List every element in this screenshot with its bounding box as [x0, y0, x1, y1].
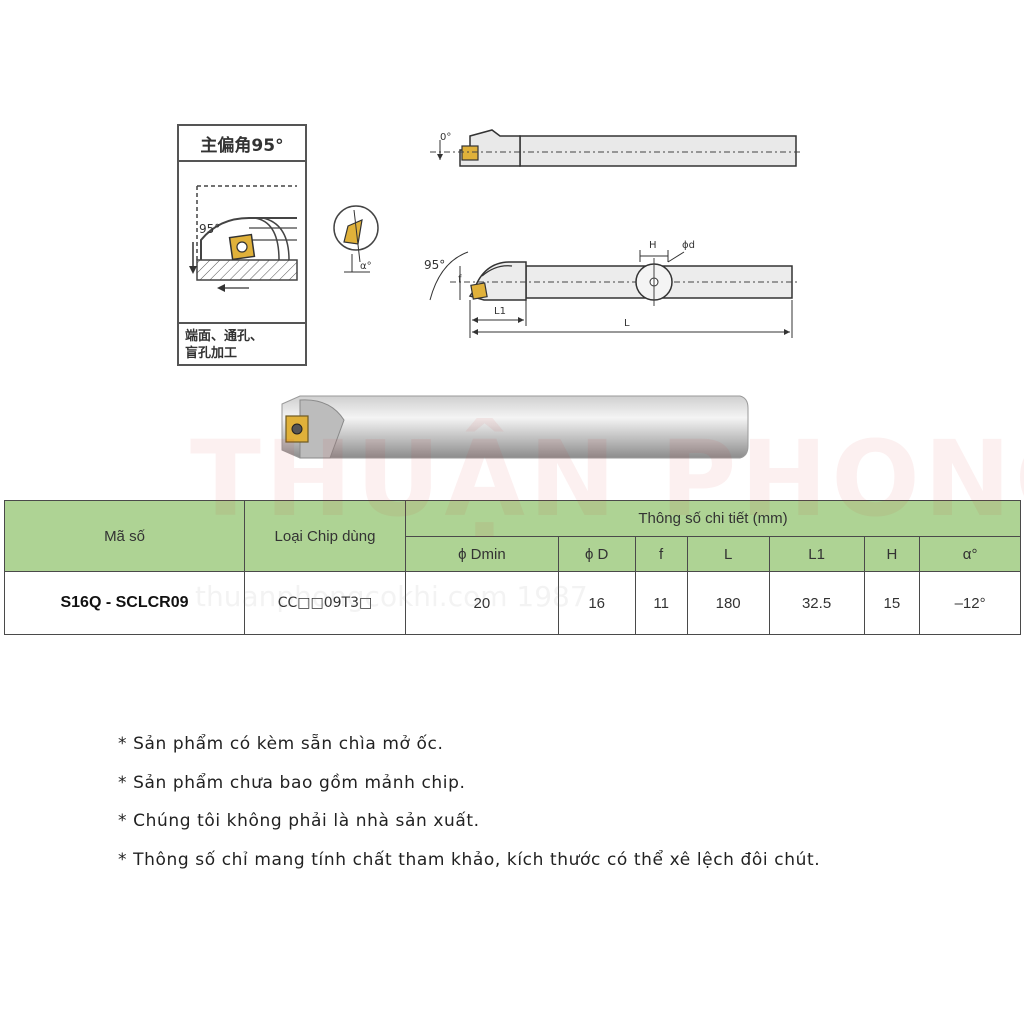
cell-f: 11 [634, 571, 688, 635]
notes-list: * Sản phẩm có kèm sẵn chìa mở ốc. * Sản … [118, 733, 978, 887]
dim-f-label: f [458, 274, 462, 285]
url-watermark: thuanphongcokhi.com 1987 [195, 580, 588, 613]
top-view-bar [429, 250, 800, 338]
sub-header-l: L [686, 536, 770, 572]
note-item: * Sản phẩm chưa bao gồm mảnh chip. [118, 772, 466, 793]
col-header-chip: Loại Chip dùng [244, 500, 406, 572]
dim-H-label: H [649, 240, 657, 251]
drawing-inset-box: 主偏角95° 95° 端面、通孔、 盲孔加工 [177, 124, 307, 366]
dim-phid-label: ϕd [682, 240, 695, 251]
top-view-angle-label: 95° [424, 258, 446, 272]
cell-l: 180 [686, 571, 770, 635]
cell-alpha: –12° [919, 571, 1021, 635]
end-view-detail [333, 205, 379, 273]
side-view-bar [430, 129, 800, 167]
sub-header-d: ϕ D [557, 536, 636, 572]
dim-L-label: L [624, 318, 630, 329]
dim-alpha-label: α° [360, 261, 372, 272]
inset-boring-diagram [189, 185, 298, 292]
sub-header-f: f [634, 536, 688, 572]
dim-L1-label: L1 [494, 306, 506, 317]
col-header-code: Mã số [4, 500, 245, 572]
cell-l1: 32.5 [768, 571, 865, 635]
inset-caption: 端面、通孔、 盲孔加工 [179, 322, 305, 364]
technical-drawing [281, 129, 800, 459]
inset-title: 主偏角95° [179, 126, 305, 162]
side-view-angle-label: 0° [440, 132, 452, 143]
cell-h: 15 [863, 571, 921, 635]
sub-header-l1: L1 [768, 536, 865, 572]
note-item: * Chúng tôi không phải là nhà sản xuất. [118, 811, 480, 831]
cell-dmin: 20 [405, 571, 559, 635]
note-item: * Sản phẩm có kèm sẵn chìa mở ốc. [118, 734, 444, 754]
spec-table: Mã số Loại Chip dùng Thông số chi tiết (… [4, 500, 1021, 635]
note-item: * Thông số chỉ mang tính chất tham khảo,… [118, 849, 821, 870]
inset-caption-line-1: 端面、通孔、 [185, 329, 264, 344]
inset-caption-line-2: 盲孔加工 [185, 346, 238, 361]
cell-code: S16Q - SCLCR09 [4, 571, 245, 635]
inset-angle-label: 95° [199, 222, 221, 236]
table-row: S16Q - SCLCR09 CC□□09T3□ 20 16 11 180 32… [4, 571, 1021, 635]
col-header-group: Thông số chi tiết (mm) [405, 500, 1021, 537]
sub-header-h: H [863, 536, 921, 572]
product-photo-bar [281, 395, 749, 459]
sub-header-alpha: α° [919, 536, 1021, 572]
sub-header-dmin: ϕ Dmin [405, 536, 559, 572]
cell-chip: CC□□09T3□ [244, 571, 406, 635]
